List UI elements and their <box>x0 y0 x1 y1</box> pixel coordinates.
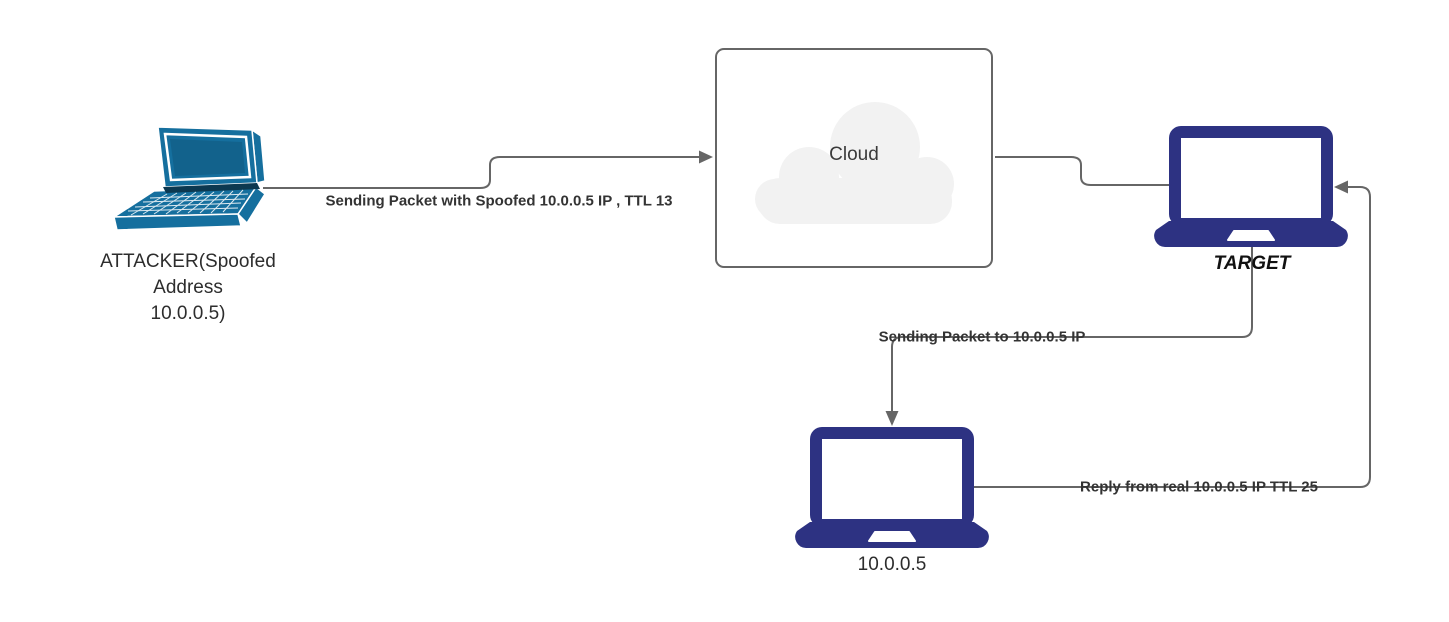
edge-label-attacker-to-cloud: Sending Packet with Spoofed 10.0.0.5 IP … <box>325 192 673 210</box>
real-host-node-label: 10.0.0.5 <box>857 554 927 575</box>
edge-attacker-to-cloud <box>263 156 700 189</box>
cloud-icon <box>755 102 954 224</box>
edge-label-real-host-to-target: Reply from real 10.0.0.5 IP TTL 25 <box>1080 478 1318 496</box>
edge-real-host-to-target <box>974 186 1371 488</box>
attacker-label-line-1: ATTACKER(Spoofed <box>100 251 276 272</box>
arrowhead-into-cloud <box>699 150 713 164</box>
target-laptop-icon <box>1154 126 1348 247</box>
edge-cloud-to-target <box>995 156 1169 186</box>
edge-target-to-real-host <box>891 247 1253 411</box>
cloud-node: Cloud <box>715 48 993 268</box>
attacker-laptop-icon <box>113 126 266 231</box>
attacker-node-label: ATTACKER(Spoofed Address 10.0.0.5) <box>38 249 338 327</box>
cloud-node-label: Cloud <box>829 144 879 165</box>
arrowhead-into-target <box>1334 180 1348 194</box>
edge-label-target-to-real-host: Sending Packet to 10.0.0.5 IP <box>878 328 1086 346</box>
arrowhead-into-real-host <box>885 411 899 426</box>
target-node-label: TARGET <box>1213 253 1291 274</box>
attacker-label-line-3: 10.0.0.5) <box>150 303 226 324</box>
real-host-laptop-icon <box>795 427 989 548</box>
attacker-label-line-2: Address <box>153 277 223 298</box>
